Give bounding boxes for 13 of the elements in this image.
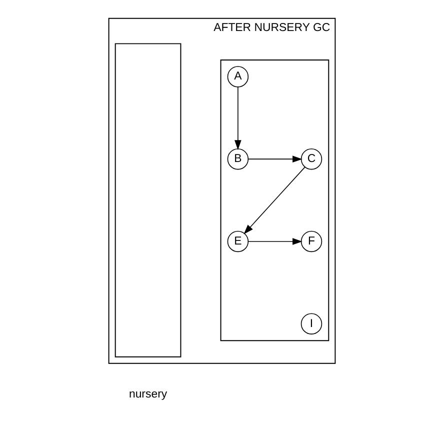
node-circle: I xyxy=(300,313,322,334)
arrow xyxy=(248,156,302,163)
cluster xyxy=(220,59,330,342)
node-circle: B xyxy=(227,148,249,170)
node-circle: E xyxy=(227,230,249,252)
node-circle: C xyxy=(300,148,322,170)
arrow xyxy=(248,238,302,245)
arrow xyxy=(234,86,242,150)
arrow xyxy=(244,166,306,234)
node-circle: F xyxy=(300,230,322,252)
node-box xyxy=(114,43,182,358)
node-circle: A xyxy=(227,66,249,88)
node-label: nursery xyxy=(128,388,168,400)
